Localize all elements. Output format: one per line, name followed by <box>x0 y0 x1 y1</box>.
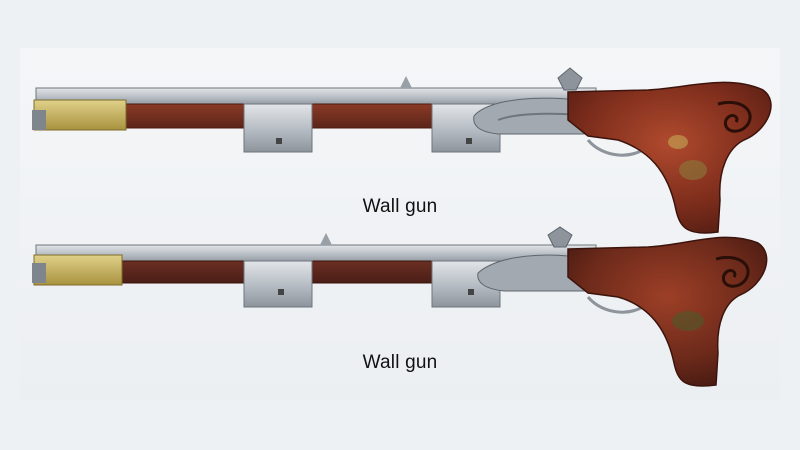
muzzle-brass <box>33 99 127 131</box>
caption-bottom: Wall gun <box>362 352 438 373</box>
muzzle-brass <box>33 254 123 286</box>
iron-band-1 <box>243 103 313 153</box>
muzzle-end <box>32 110 46 130</box>
butt-stock <box>567 236 768 387</box>
iron-band-1 <box>243 260 313 308</box>
wall-gun-top-image <box>32 67 772 234</box>
wall-gun-bottom-image <box>32 226 768 387</box>
caption-top: Wall gun <box>362 196 438 217</box>
butt-stock <box>567 81 772 234</box>
